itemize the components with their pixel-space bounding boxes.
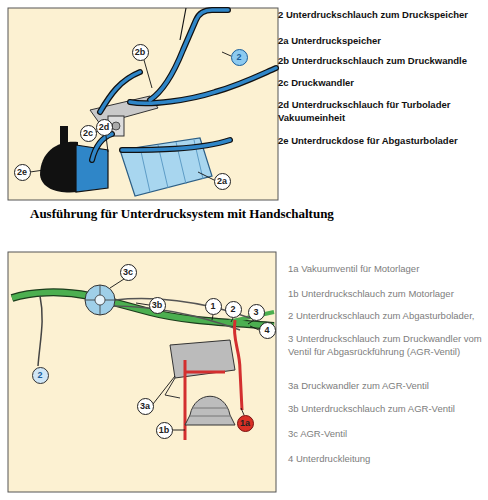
hose-outline <box>92 10 276 160</box>
callout-circle: 2 <box>225 301 242 318</box>
callout-circle: 1a <box>237 415 254 432</box>
part-description: 2d Unterdruckschlauch für Turbolader Vak… <box>278 98 478 124</box>
callout-number: 1b <box>159 426 170 435</box>
leader-line <box>241 408 244 415</box>
leader-lines <box>110 279 259 430</box>
part-description: 2c Druckwandler <box>278 76 486 89</box>
bottom-illustration <box>12 279 274 440</box>
figure-caption: Ausführung für Unterdrucksystem mit Hand… <box>30 206 334 222</box>
hose-path <box>100 72 140 112</box>
hose-outline-path <box>150 10 228 100</box>
leader-line <box>212 315 213 320</box>
callout-number: 2e <box>17 168 27 177</box>
callout-number: 2a <box>217 177 227 186</box>
callout-circle: 2a <box>214 173 231 190</box>
leader-line <box>144 60 152 88</box>
callout-number: 2 <box>230 305 235 314</box>
engine-mount <box>185 396 235 425</box>
callout-number: 2d <box>99 123 110 132</box>
converter-port <box>112 122 120 130</box>
leader-line <box>106 136 108 152</box>
callout-number: 2 <box>37 371 42 380</box>
callout-circle: 4 <box>259 322 276 339</box>
leader-line <box>172 430 185 431</box>
top-illustration <box>30 8 276 196</box>
leader-line <box>250 326 259 330</box>
callout-circle: 1 <box>205 298 222 315</box>
leader-lines <box>30 52 231 180</box>
callout-number: 3a <box>140 402 150 411</box>
hose-line <box>115 299 250 318</box>
hose-outline-path <box>122 140 230 150</box>
hose-path <box>122 140 230 150</box>
part-description: 3a Druckwandler zum AGR-Ventil <box>288 379 486 392</box>
callout-circle: 2 <box>32 367 49 384</box>
callout-circle: 2 <box>231 49 248 66</box>
part-description: 3c AGR-Ventil <box>288 427 486 440</box>
leader-line <box>136 303 149 305</box>
callout-circle: 2e <box>14 164 31 181</box>
thin-line <box>180 8 186 40</box>
part-description: 2e Unterdruckdose für Abgasturbolader <box>278 134 486 147</box>
callout-circle: 3 <box>248 304 265 321</box>
callout-number: 2 <box>236 53 241 62</box>
vacuum-hose <box>92 10 276 160</box>
part-description: 1a Vakuumventil für Motorlager <box>288 262 486 275</box>
part-description: 2b Unterdruckschlauch zum Druckwandle <box>278 54 486 67</box>
egr-valve <box>85 285 115 315</box>
leader-line <box>110 279 124 288</box>
vacuum-canister <box>40 142 78 193</box>
converter-bracket <box>165 378 180 398</box>
egr-valve-center <box>95 295 105 305</box>
callout-number: 3c <box>123 268 133 277</box>
callout-number: 4 <box>264 326 269 335</box>
part-description: 2 Unterdruckschlauch zum Druckspeicher <box>278 8 486 21</box>
leader-line <box>153 376 175 404</box>
part-description: 4 Unterdruckleitung <box>288 452 486 465</box>
callout-number: 3 <box>253 308 258 317</box>
callout-circle: 3a <box>137 398 154 415</box>
callout-number: 1 <box>210 302 215 311</box>
hose-outline-path <box>100 72 140 112</box>
hose-line <box>38 296 42 366</box>
part-description: 3b Unterdruckschlauch zum AGR-Ventil <box>288 402 486 415</box>
part-description: 1b Unterdruckschlauch zum Motorlager <box>288 287 486 300</box>
callout-number: 3b <box>152 301 163 310</box>
callout-circle: 1b <box>156 422 173 439</box>
leader-line <box>222 52 231 56</box>
callout-circle: 3c <box>120 264 137 281</box>
leader-line <box>198 172 214 180</box>
callout-number: 1a <box>240 419 250 428</box>
hose-path <box>150 10 228 100</box>
callout-circle: 2c <box>80 125 97 142</box>
part-description: 3 Unterdruckschlauch zum Druckwandler vo… <box>288 332 484 358</box>
callout-circle: 3b <box>149 297 166 314</box>
part-description: 2 Unterdruckschlauch zum Abgasturbolader… <box>288 309 486 322</box>
valve-spokes <box>85 285 115 315</box>
panel-bottom <box>8 252 276 492</box>
red-hose <box>234 320 242 410</box>
callout-number: 2c <box>83 129 93 138</box>
leader-line <box>248 320 254 324</box>
callout-circle: 2b <box>132 44 149 61</box>
mount-ribs <box>190 408 231 416</box>
callout-number: 2b <box>135 48 146 57</box>
leader-line <box>231 318 233 322</box>
panel-top <box>8 8 278 200</box>
hose-path <box>130 68 276 103</box>
part-description: 2a Unterdruckspeicher <box>278 34 486 47</box>
callout-circle: 2d <box>96 119 113 136</box>
leader-line <box>30 170 44 172</box>
